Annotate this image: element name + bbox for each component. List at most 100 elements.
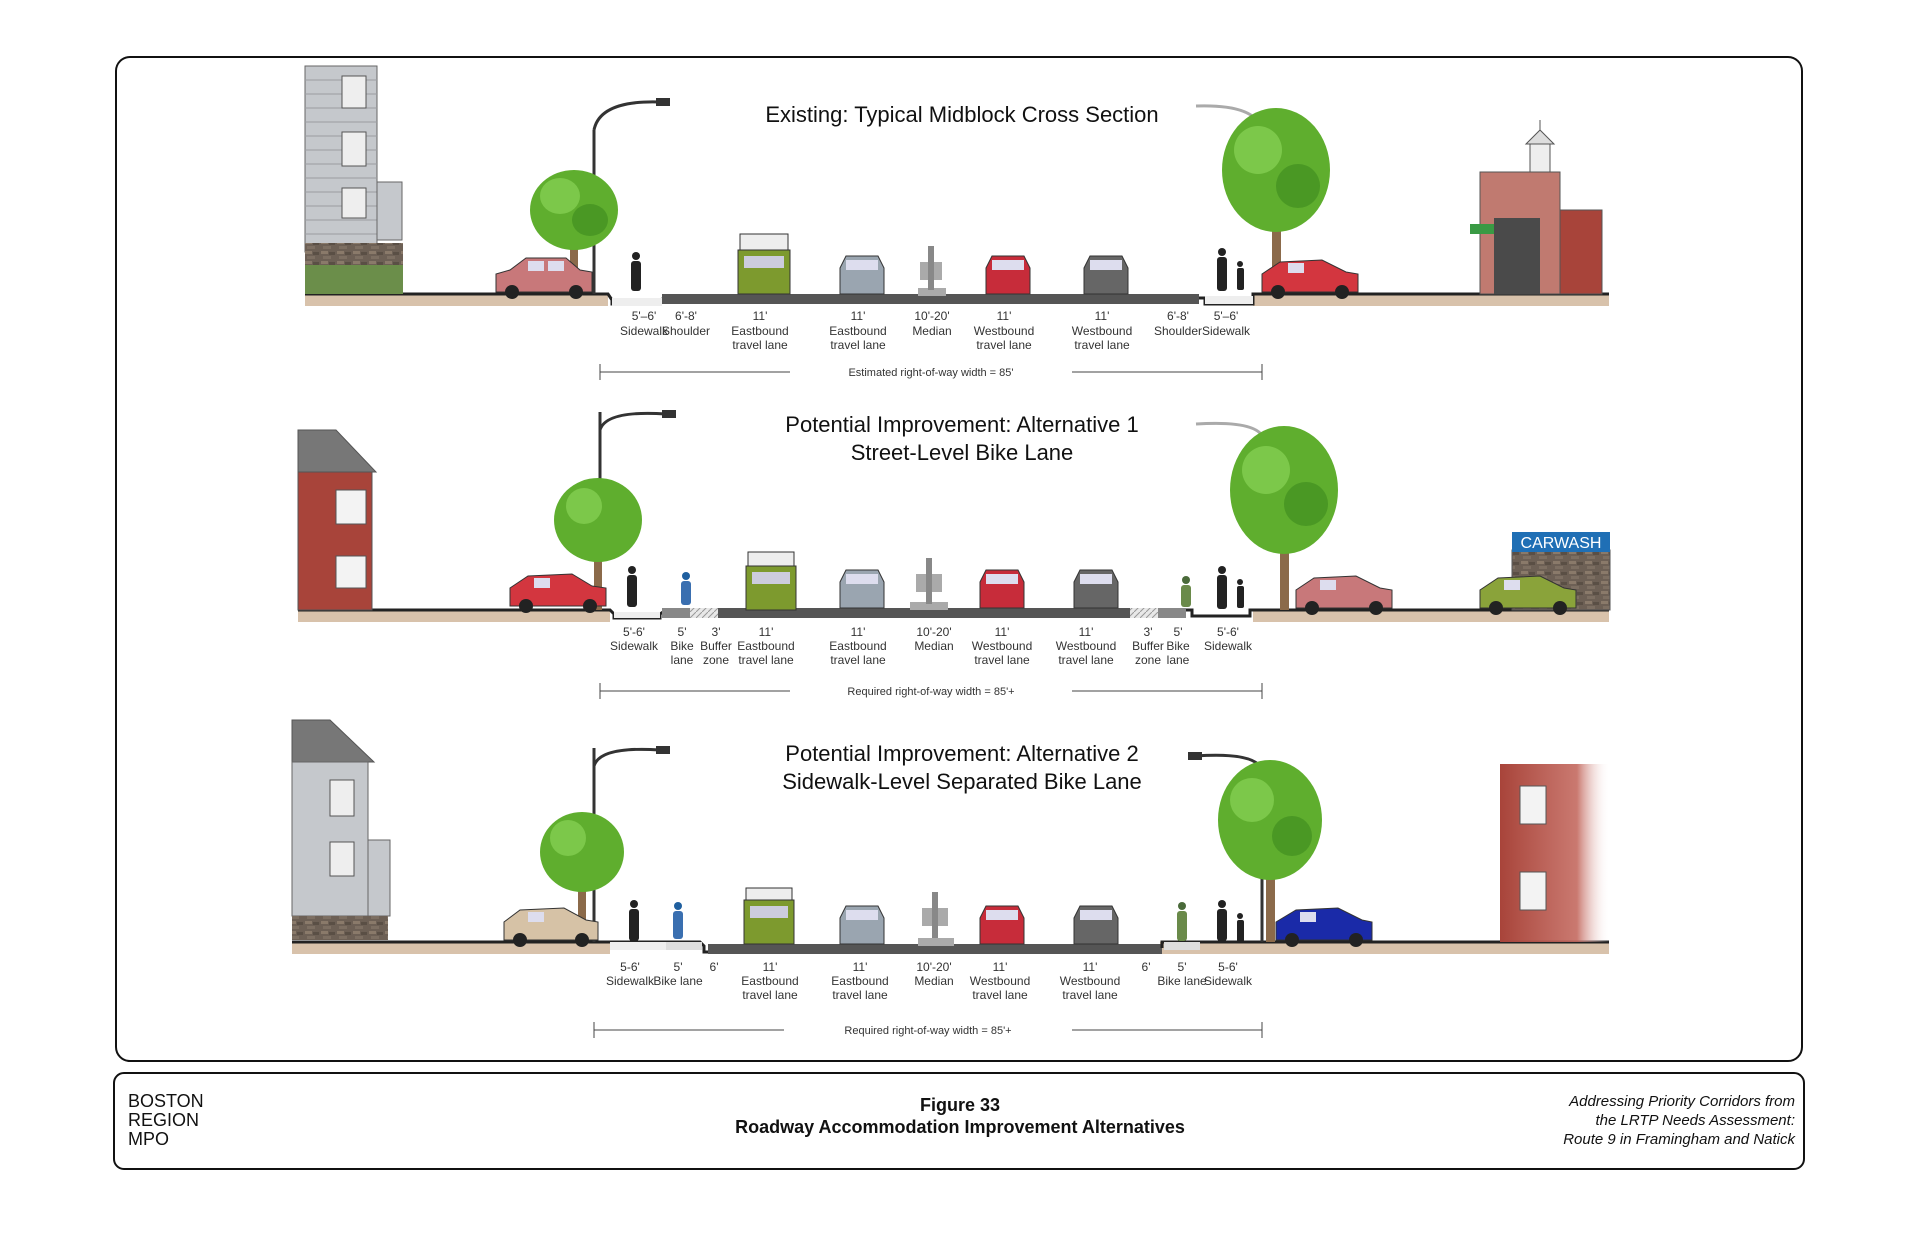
figure-title: Roadway Accommodation Improvement Altern…: [735, 1117, 1185, 1137]
median-sign: [922, 892, 948, 938]
figure-caption: Figure 33 Roadway Accommodation Improvem…: [600, 1094, 1320, 1138]
dimension-value: 11': [763, 960, 778, 974]
dimension-value: 5'–6': [632, 309, 657, 323]
pedestrians-right: [1217, 248, 1244, 291]
dimension-label: Buffer: [700, 639, 732, 653]
ground-left: [298, 610, 610, 622]
section-title: Sidewalk-Level Separated Bike Lane: [782, 769, 1142, 794]
dimension-label: travel lane: [1074, 338, 1130, 352]
dimension-label: travel lane: [974, 653, 1030, 667]
right-of-way-label: Required right-of-way width = 85'+: [847, 686, 1014, 698]
dimension-label: Eastbound: [831, 974, 888, 988]
car-eb: [839, 255, 885, 295]
dimension-label: Eastbound: [741, 974, 798, 988]
dimension-value: 3': [1144, 625, 1153, 639]
dimension-label: travel lane: [732, 338, 788, 352]
dimension-label: lane: [671, 653, 694, 667]
car-right-1: [1295, 575, 1393, 615]
brick-house-left: [297, 429, 378, 611]
report-title-line: Addressing Priority Corridors from: [1569, 1093, 1795, 1110]
road-pavement: [708, 944, 1162, 954]
pedestrians-right: [1217, 566, 1244, 609]
dimension-labels: 5'–6'Sidewalk6'-8'Shoulder11'Eastboundtr…: [593, 309, 1263, 1038]
dimension-label: Sidewalk: [1204, 639, 1253, 653]
org-line: BOSTON: [128, 1091, 204, 1111]
dimension-value: 10'-20': [916, 625, 951, 639]
dimension-label: travel lane: [1062, 988, 1118, 1002]
org-line: MPO: [128, 1129, 170, 1149]
dimension-value: 6'-8': [675, 309, 697, 323]
car-wb-1: [979, 569, 1025, 609]
carwash-sign: [1512, 532, 1610, 552]
buffer-right: [1130, 608, 1158, 618]
dimension-label: Sidewalk: [606, 974, 655, 988]
ground-right: [1253, 294, 1609, 306]
ground-left: [305, 294, 608, 306]
dimension-value: 6'-8': [1167, 309, 1189, 323]
tree-right: [1230, 426, 1338, 610]
ground-right: [1253, 610, 1609, 622]
truck-eb: [743, 887, 795, 945]
report-title-line: the LRTP Needs Assessment:: [1595, 1112, 1795, 1129]
report-title-line: Route 9 in Framingham and Natick: [1563, 1131, 1795, 1148]
dimension-label: travel lane: [830, 338, 886, 352]
section-title: Potential Improvement: Alternative 2: [785, 741, 1138, 766]
dimension-label: travel lane: [976, 338, 1032, 352]
dimension-label: Eastbound: [829, 639, 886, 653]
median-sign: [916, 558, 942, 604]
dimension-value: 5': [674, 960, 683, 974]
dimension-value: 11': [851, 625, 866, 639]
dimension-value: 5'-6': [1217, 625, 1239, 639]
org-line: REGION: [128, 1110, 200, 1130]
dimension-value: 5': [1178, 960, 1187, 974]
ground-left: [292, 942, 610, 954]
dimension-value: 11': [851, 309, 866, 323]
truck-eb: [745, 551, 797, 611]
house-left: [304, 65, 403, 294]
car-wb-2: [1083, 255, 1129, 295]
section-alternative-1: CARWASH: [297, 410, 1611, 622]
dimension-value: 10'-20': [916, 960, 951, 974]
dimension-label: zone: [1135, 653, 1161, 667]
road-pavement: [662, 294, 1199, 304]
dimension-label: Bike lane: [653, 974, 703, 988]
dimension-label: Median: [912, 324, 951, 338]
dimension-label: Westbound: [974, 324, 1035, 338]
car-right: [1261, 259, 1359, 299]
tree-left: [554, 478, 642, 610]
right-of-way-label: Required right-of-way width = 85'+: [844, 1025, 1011, 1037]
car-right-2: [1479, 575, 1577, 615]
car-wb-1: [979, 905, 1025, 945]
cyclist-left: [681, 572, 691, 605]
dimension-label: Bike: [1166, 639, 1190, 653]
dimension-label: Sidewalk: [610, 639, 659, 653]
cyclist-left: [673, 902, 683, 939]
dimension-value: 11': [1083, 960, 1098, 974]
section-titles: Existing: Typical Midblock Cross Section…: [765, 102, 1158, 794]
dimension-label: Sidewalk: [1204, 974, 1253, 988]
dimension-label: travel lane: [742, 988, 798, 1002]
dimension-value: 11': [995, 625, 1010, 639]
pedestrian: [631, 252, 641, 291]
dimension-label: Bike lane: [1157, 974, 1207, 988]
dimension-value: 6': [710, 960, 719, 974]
dimension-label: travel lane: [1058, 653, 1114, 667]
dimension-label: Bike: [670, 639, 694, 653]
footer-frame: [113, 1072, 1805, 1170]
median: [918, 938, 954, 946]
car-left: [495, 257, 593, 299]
dimension-value: 3': [712, 625, 721, 639]
car-left: [509, 573, 607, 613]
dimension-value: 11': [1079, 625, 1094, 639]
car-eb: [839, 569, 885, 609]
report-title: Addressing Priority Corridors from the L…: [1563, 1092, 1795, 1149]
dimension-label: lane: [1167, 653, 1190, 667]
car-left: [503, 907, 599, 947]
dimension-label: Eastbound: [737, 639, 794, 653]
car-eb: [839, 905, 885, 945]
dimension-label: Median: [914, 974, 953, 988]
dimension-label: Westbound: [1072, 324, 1133, 338]
dimension-label: Buffer: [1132, 639, 1164, 653]
tree-left: [540, 812, 624, 942]
